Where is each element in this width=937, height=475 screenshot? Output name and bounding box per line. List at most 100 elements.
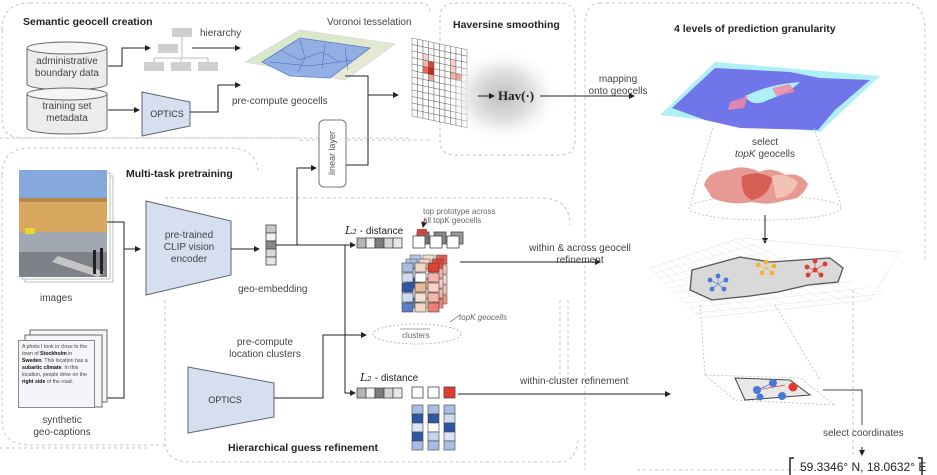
linear-layer-box <box>318 119 347 188</box>
heatmap-cell <box>411 109 418 118</box>
haversine-function-label: Hav(·) <box>498 88 535 103</box>
cluster-point <box>771 263 777 269</box>
cluster-column-cell <box>427 431 440 442</box>
cluster-point <box>721 286 727 292</box>
select-topk-label: select topK geocells <box>734 137 796 160</box>
cluster-zoom-patch <box>734 377 812 401</box>
vector-cell <box>365 237 376 249</box>
vector-cell <box>374 387 385 399</box>
section-title-haversine: Haversine smoothing <box>453 19 560 31</box>
cluster-column-cell <box>443 440 456 451</box>
cluster-point <box>763 259 769 265</box>
vector-cell <box>374 237 385 249</box>
heatmap-cell <box>433 113 440 123</box>
geo-embedding-label: geo-embedding <box>238 284 308 295</box>
cube-cell <box>427 292 440 303</box>
cube-cell <box>414 282 427 293</box>
vector-cell <box>356 237 367 249</box>
heatmap-cell <box>444 116 451 125</box>
heatmap-cell <box>422 111 429 120</box>
vector-cell <box>365 387 376 399</box>
l2-distance-label-top: L₂ - distance <box>345 224 404 237</box>
cube-cell <box>401 302 414 313</box>
hierarchy-icon <box>144 28 218 71</box>
cluster-point <box>812 258 818 264</box>
cube-cell <box>401 272 414 283</box>
within-cluster-refinement-label: within-cluster refinement <box>520 376 629 387</box>
street-image <box>19 170 107 277</box>
cluster-point <box>707 277 713 283</box>
l2-query-vector-bottom <box>356 387 403 399</box>
section-border-granularity <box>584 2 926 470</box>
cluster-column-cell <box>411 413 424 424</box>
cluster-column-cell <box>411 440 424 451</box>
section-border-semantic <box>1 2 431 139</box>
section-border-pretraining <box>1 147 259 446</box>
heatmap-cell <box>417 110 424 119</box>
geo-embedding-vector <box>265 224 277 266</box>
cube-cell <box>427 282 440 293</box>
section-title-hierarchical: Hierarchical guess refinement <box>228 442 378 454</box>
cluster-column-cell <box>427 404 440 415</box>
training-metadata-cylinder <box>26 87 108 135</box>
cube-cell <box>414 262 427 273</box>
cluster-point <box>769 270 775 276</box>
l2-distance-label-bottom: L₂ - distance <box>360 371 419 384</box>
cluster-candidate-boxes <box>411 386 456 399</box>
cluster-point <box>818 272 824 278</box>
optics-bottom-label: OPTICS <box>208 395 242 405</box>
cluster-column-cell <box>443 404 456 415</box>
cube-cell <box>427 272 440 283</box>
l2-query-vector-top <box>356 237 403 249</box>
section-border-haversine <box>439 2 576 156</box>
cluster-column-cell <box>411 422 424 433</box>
cluster-column-cell <box>411 404 424 415</box>
cluster-point <box>755 262 761 268</box>
cluster-point <box>715 273 721 279</box>
cube-cell <box>414 302 427 313</box>
cluster-column-cell <box>443 413 456 424</box>
predicted-coordinates: 59.3346° N, 18.0632° E <box>800 460 927 474</box>
cluster-point <box>804 264 810 270</box>
vector-cell <box>383 387 394 399</box>
section-title-pretraining: Multi-task pretraining <box>126 168 233 180</box>
cluster-point <box>822 261 828 267</box>
cube-cell <box>401 262 414 273</box>
optics-top-label: OPTICS <box>150 109 184 119</box>
vector-cell <box>392 237 403 249</box>
cluster-point <box>723 277 729 283</box>
vector-cell <box>392 387 403 399</box>
cube-cell <box>427 302 440 313</box>
section-title-granularity: 4 levels of prediction granularity <box>674 23 836 35</box>
cluster-column-cell <box>427 413 440 424</box>
cube-cell <box>427 262 440 273</box>
voronoi-label: Voronoi tesselation <box>327 17 412 28</box>
geocell-prediction-map <box>660 62 880 132</box>
images-label: images <box>40 293 73 304</box>
cube-cell <box>401 292 414 303</box>
cluster-column-cell <box>443 422 456 433</box>
cluster-column-cell <box>427 422 440 433</box>
clusters-ellipse <box>372 323 462 345</box>
heatmap-cell <box>428 112 435 121</box>
cluster-point <box>805 272 811 278</box>
haversine-glow <box>445 48 561 144</box>
cluster-point <box>759 270 765 276</box>
cluster-column-cell <box>443 431 456 442</box>
cluster-cube <box>401 254 448 313</box>
top-prototype-boxes <box>412 229 464 249</box>
cube-cell <box>414 272 427 283</box>
section-border-hierarchical <box>164 300 579 463</box>
topk-geocells-label: topK geocells <box>459 313 508 322</box>
topk-geocells-shape <box>704 167 808 204</box>
optics-top-shape <box>141 91 191 137</box>
